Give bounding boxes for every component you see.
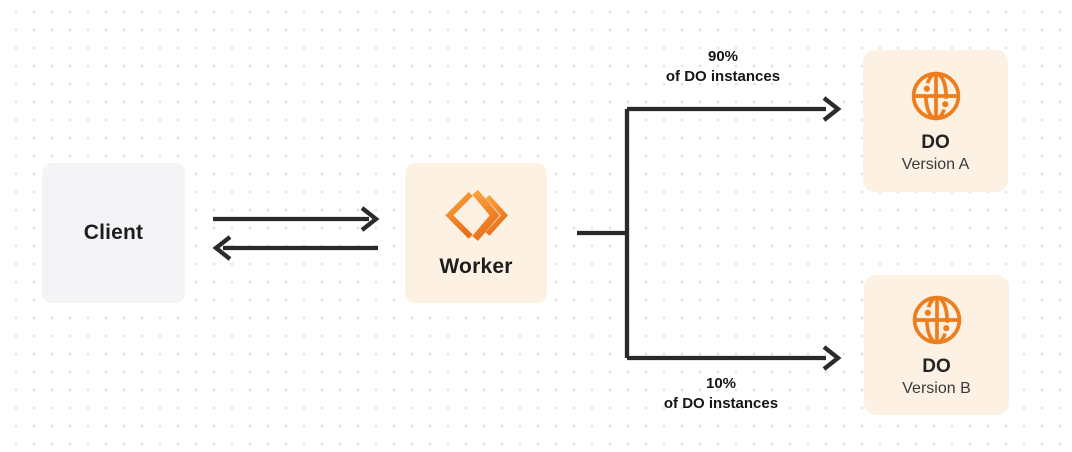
client-label: Client bbox=[83, 221, 144, 244]
arrow-to-do-version-a bbox=[627, 96, 842, 122]
cloudflare-workers-icon bbox=[444, 187, 508, 242]
do-a-title: DO bbox=[921, 131, 950, 153]
edge-percent-b: 10% bbox=[705, 375, 737, 392]
edge-caption-b: of DO instances bbox=[663, 395, 779, 412]
worker-label: Worker bbox=[439, 255, 513, 278]
node-do-version-a: DO Version A bbox=[863, 50, 1008, 192]
do-a-subtitle: Version A bbox=[901, 155, 970, 173]
arrow-worker-to-client bbox=[212, 235, 378, 261]
edge-caption-a: of DO instances bbox=[665, 68, 781, 85]
do-b-subtitle: Version B bbox=[902, 379, 971, 397]
node-worker: Worker bbox=[405, 163, 547, 303]
edge-label-version-a: 90% of DO instances bbox=[621, 47, 825, 87]
node-client: Client bbox=[42, 163, 185, 303]
durable-objects-globe-icon bbox=[909, 69, 963, 123]
edge-label-version-b: 10% of DO instances bbox=[619, 374, 823, 414]
arrow-to-do-version-b bbox=[627, 345, 842, 371]
edge-percent-a: 90% bbox=[707, 48, 739, 65]
arrow-client-to-worker bbox=[213, 206, 380, 232]
do-b-title: DO bbox=[922, 355, 951, 377]
node-do-version-b: DO Version B bbox=[864, 275, 1009, 415]
durable-objects-globe-icon bbox=[910, 293, 964, 347]
